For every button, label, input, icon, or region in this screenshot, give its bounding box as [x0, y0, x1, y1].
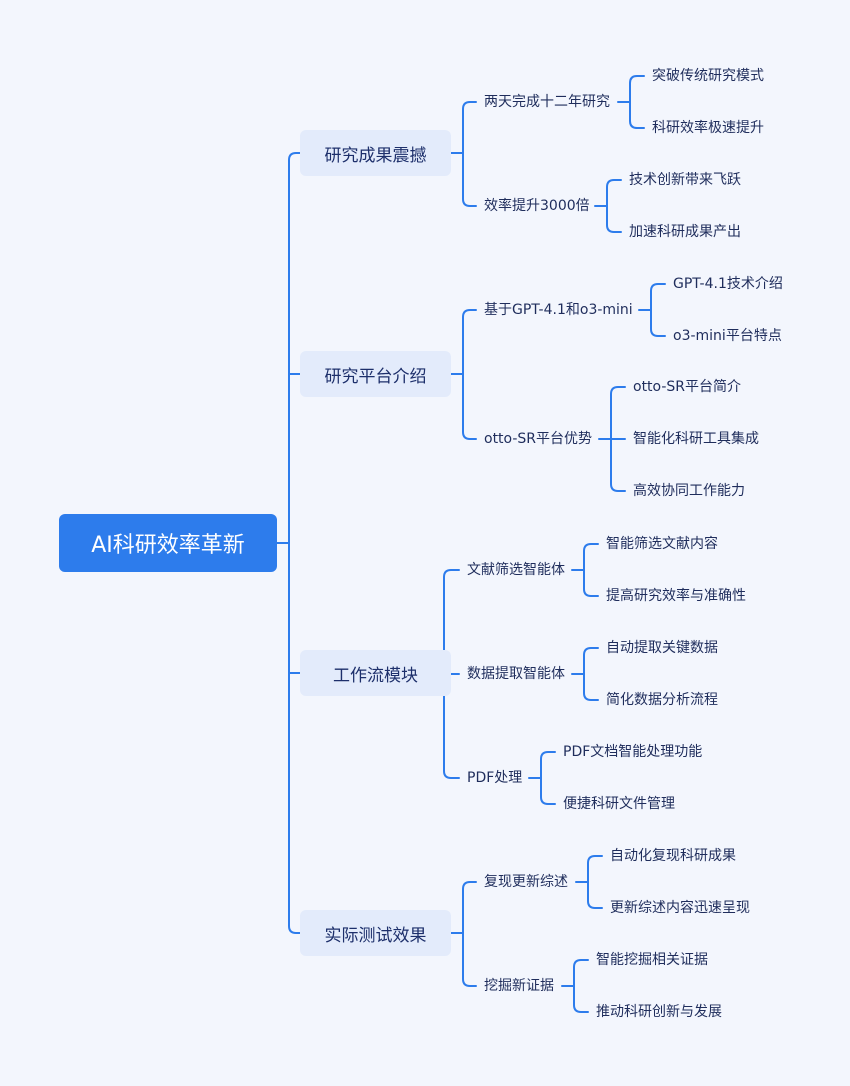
topic-data-extraction-agent[interactable]: 数据提取智能体: [467, 666, 565, 682]
leaf-smart-mining[interactable]: 智能挖掘相关证据: [596, 952, 708, 968]
leaf-tech-innovation[interactable]: 技术创新带来飞跃: [629, 172, 741, 188]
topic-gpt-o3-mini[interactable]: 基于GPT-4.1和o3-mini: [484, 302, 633, 318]
topic-pdf-processing[interactable]: PDF处理: [467, 770, 523, 786]
connector-branch-4: [450, 881, 477, 987]
connector-root: [276, 152, 301, 934]
connector-topic-3-1: [571, 543, 599, 597]
branch-platform-intro[interactable]: 研究平台介绍: [300, 351, 451, 397]
leaf-o3-mini-features[interactable]: o3-mini平台特点: [673, 328, 782, 344]
topic-otto-sr-advantages[interactable]: otto-SR平台优势: [484, 431, 593, 447]
leaf-accelerate-output[interactable]: 加速科研成果产出: [629, 224, 741, 240]
connector-topic-3-2: [571, 647, 599, 701]
root-topic[interactable]: AI科研效率革新: [59, 514, 277, 572]
connector-topic-1-2: [594, 179, 622, 233]
connector-topic-2-1: [638, 283, 666, 337]
leaf-otto-sr-intro[interactable]: otto-SR平台简介: [633, 379, 742, 395]
branch-workflow-modules[interactable]: 工作流模块: [300, 650, 451, 696]
connector-topic-4-2: [561, 959, 589, 1013]
topic-two-days-twelve-years[interactable]: 两天完成十二年研究: [484, 94, 610, 110]
topic-mine-evidence[interactable]: 挖掘新证据: [484, 978, 554, 994]
leaf-auto-reproduce[interactable]: 自动化复现科研成果: [610, 848, 736, 864]
leaf-smart-screening[interactable]: 智能筛选文献内容: [606, 536, 718, 552]
leaf-gpt41-intro[interactable]: GPT-4.1技术介绍: [673, 276, 783, 292]
leaf-fast-update[interactable]: 更新综述内容迅速呈现: [610, 900, 750, 916]
leaf-file-management[interactable]: 便捷科研文件管理: [563, 796, 675, 812]
topic-literature-agent[interactable]: 文献筛选智能体: [467, 562, 565, 578]
leaf-break-traditional[interactable]: 突破传统研究模式: [652, 68, 764, 84]
leaf-simplify-analysis[interactable]: 简化数据分析流程: [606, 692, 718, 708]
leaf-pdf-smart[interactable]: PDF文档智能处理功能: [563, 744, 703, 760]
topic-reproduce-review[interactable]: 复现更新综述: [484, 874, 568, 890]
connector-topic-4-1: [575, 855, 603, 909]
connector-branch-2: [450, 309, 477, 440]
branch-test-results[interactable]: 实际测试效果: [300, 910, 451, 956]
connector-topic-3-3: [528, 751, 556, 805]
topic-efficiency-3000x[interactable]: 效率提升3000倍: [484, 198, 590, 214]
leaf-tool-integration[interactable]: 智能化科研工具集成: [633, 431, 759, 447]
leaf-innovation[interactable]: 推动科研创新与发展: [596, 1004, 722, 1020]
leaf-auto-extract[interactable]: 自动提取关键数据: [606, 640, 718, 656]
leaf-efficiency-boost[interactable]: 科研效率极速提升: [652, 120, 764, 136]
leaf-accuracy[interactable]: 提高研究效率与准确性: [606, 588, 746, 604]
connector-topic-2-2: [598, 386, 626, 492]
leaf-collaboration[interactable]: 高效协同工作能力: [633, 483, 745, 499]
connector-topic-1-1: [617, 75, 645, 129]
branch-research-results[interactable]: 研究成果震撼: [300, 130, 451, 176]
connector-branch-1: [450, 101, 477, 207]
